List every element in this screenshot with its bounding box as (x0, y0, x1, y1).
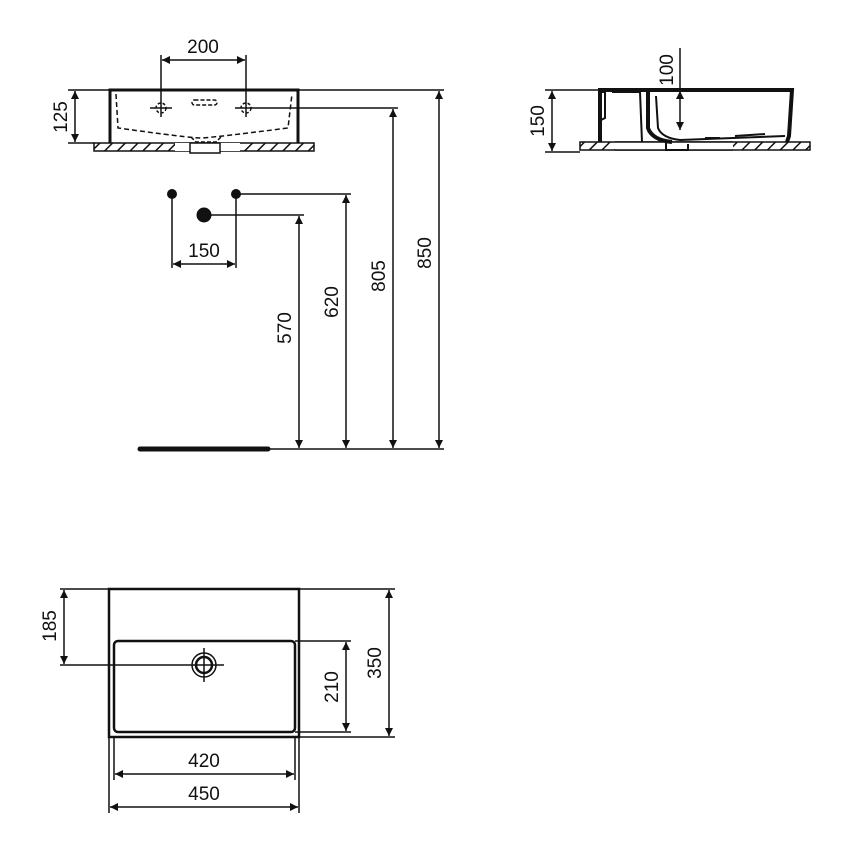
dim-bowl-depth-side: 100 (657, 54, 678, 86)
dim-supply-height: 620 (322, 286, 343, 318)
dim-tap-spacing: 200 (187, 37, 219, 58)
plan-bowl-outline (112, 639, 297, 734)
dim-basin-height: 125 (51, 101, 72, 133)
basin-outline (108, 88, 300, 143)
dim-waste-offset: 185 (40, 610, 61, 642)
dim-plan-total-depth: 350 (365, 647, 386, 679)
dim-supply-spacing: 150 (188, 241, 220, 262)
plan-view (60, 587, 395, 813)
waste-outlet (189, 142, 221, 154)
dim-total-width: 450 (188, 784, 220, 805)
dim-plan-bowl-depth: 210 (322, 671, 343, 703)
front-view (68, 55, 444, 154)
dim-rim-height: 850 (415, 237, 436, 269)
dim-bowl-width: 420 (188, 751, 220, 772)
side-view (545, 48, 811, 153)
bowl-hidden-line (115, 93, 293, 139)
installation-view (137, 91, 444, 452)
dim-waste-height: 570 (275, 312, 296, 344)
dim-total-height-side: 150 (528, 105, 549, 137)
dim-overflow-height: 805 (369, 260, 390, 292)
overflow-slot (191, 99, 218, 106)
side-basin-outline (598, 88, 795, 143)
plan-basin-outline (107, 587, 301, 739)
